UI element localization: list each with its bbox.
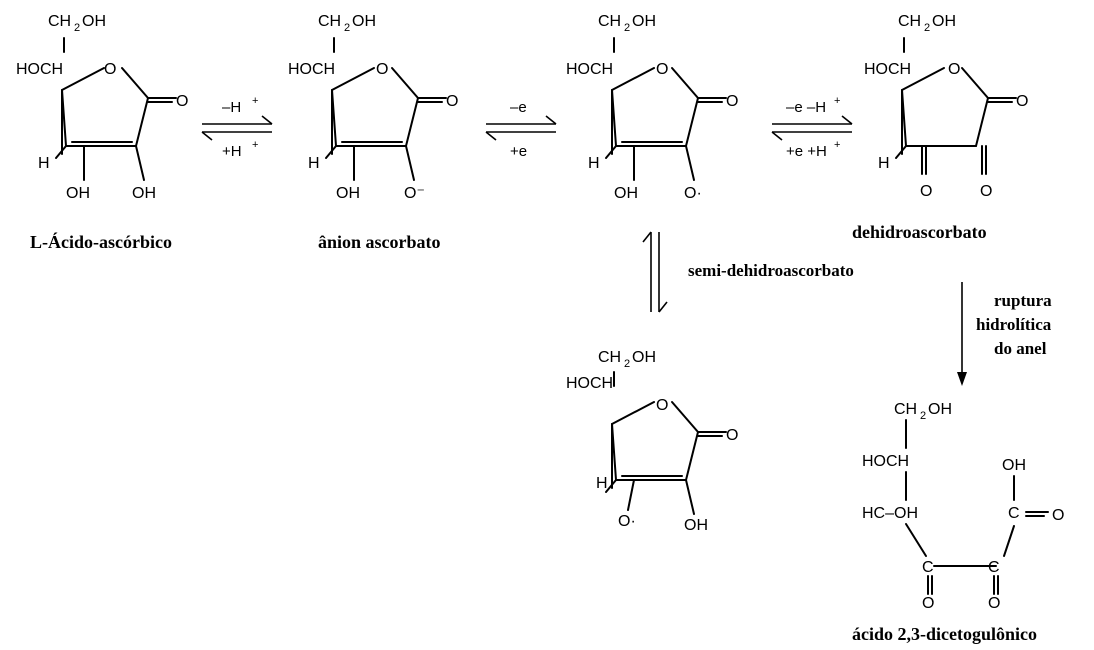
atom-ring-o: O: [948, 61, 960, 78]
hydrolysis-note-line-2: hidrolítica: [976, 315, 1052, 334]
label-ascorbate-anion: ânion ascorbato: [318, 232, 441, 252]
atom-oh: OH: [66, 185, 90, 202]
atom-o-minus: O⁻: [404, 185, 425, 202]
atom-o: O: [920, 183, 932, 200]
hydrolysis-note-line-1: ruptura: [994, 291, 1052, 310]
atom-o: O: [980, 183, 992, 200]
dehydroascorbate-structure: [895, 37, 1017, 175]
atom-ch2: CH: [318, 13, 341, 30]
atom-carbonyl-o: O: [446, 93, 458, 110]
atom-o: O: [988, 595, 1000, 612]
atom-carbonyl-o: O: [176, 93, 188, 110]
ascorbate-anion-structure: [325, 37, 447, 181]
atom-ring-o: O: [656, 61, 668, 78]
atom-hoch: HOCH: [566, 61, 613, 78]
diketogulonic-acid-structure: [905, 419, 1049, 595]
atom-h: H: [588, 155, 600, 172]
atom-sub: 2: [924, 22, 930, 34]
atom-o-radical: O·: [618, 513, 636, 530]
label-ascorbic-acid: L-Ácido-ascórbico: [30, 231, 172, 252]
equilibrium-arrow-vertical: [642, 231, 668, 313]
atom-carbonyl-o: O: [726, 93, 738, 110]
atom-oh: OH: [932, 13, 956, 30]
arrow-label: +e: [510, 143, 527, 160]
atom-oh: OH: [632, 349, 656, 366]
atom-c: C: [1008, 505, 1020, 522]
atom-ch2: CH: [598, 349, 621, 366]
atom-ring-o: O: [104, 61, 116, 78]
arrow-label-charge: +: [252, 95, 258, 107]
arrow-label-charge: +: [834, 95, 840, 107]
label-diketogulonic-acid: ácido 2,3-dicetogulônico: [852, 624, 1037, 644]
atom-hc-oh: HC–OH: [862, 505, 918, 522]
atom-h: H: [38, 155, 50, 172]
atom-ch2: CH: [898, 13, 921, 30]
atom-sub: 2: [74, 22, 80, 34]
semidehydroascorbate-structure-bottom: [605, 371, 727, 515]
atom-oh: OH: [928, 401, 952, 418]
semidehydroascorbate-structure-top: [605, 37, 727, 181]
atom-o: O: [922, 595, 934, 612]
atom-ch2: CH: [598, 13, 621, 30]
atom-h: H: [878, 155, 890, 172]
atom-o-radical: O·: [684, 185, 702, 202]
equilibrium-arrow-1: [201, 115, 273, 141]
atom-sub: 2: [624, 22, 630, 34]
arrow-label-charge: +: [252, 139, 258, 151]
atom-sub: 2: [344, 22, 350, 34]
atom-carbonyl-o: O: [726, 427, 738, 444]
atom-c: C: [922, 559, 934, 576]
atom-o: O: [1052, 507, 1064, 524]
equilibrium-arrow-2: [485, 115, 557, 141]
atom-ring-o: O: [656, 397, 668, 414]
ascorbic-acid-structure: [55, 37, 177, 181]
atom-hoch: HOCH: [566, 375, 613, 392]
atom-h: H: [308, 155, 320, 172]
atom-ch2: CH: [48, 13, 71, 30]
atom-carbonyl-o: O: [1016, 93, 1028, 110]
atom-h: H: [596, 475, 608, 492]
atom-oh: OH: [336, 185, 360, 202]
atom-oh: OH: [1002, 457, 1026, 474]
hydrolysis-note-line-3: do anel: [994, 339, 1047, 358]
atom-oh: OH: [82, 13, 106, 30]
atom-oh: OH: [352, 13, 376, 30]
atom-ring-o: O: [376, 61, 388, 78]
atom-oh: OH: [132, 185, 156, 202]
arrow-label: +H: [222, 143, 242, 160]
atom-sub: 2: [624, 358, 630, 370]
atom-hoch: HOCH: [862, 453, 909, 470]
label-dehydroascorbate: dehidroascorbato: [852, 222, 987, 242]
atom-oh: OH: [614, 185, 638, 202]
atom-ch2: CH: [894, 401, 917, 418]
equilibrium-arrow-3: [771, 115, 853, 141]
arrow-label-charge: +: [834, 139, 840, 151]
atom-sub: 2: [920, 410, 926, 422]
atom-oh: OH: [684, 517, 708, 534]
arrow-label: –e –H: [786, 99, 826, 116]
atom-hoch: HOCH: [16, 61, 63, 78]
arrow-label: +e +H: [786, 143, 827, 160]
atom-hoch: HOCH: [864, 61, 911, 78]
arrow-label: –H: [222, 99, 241, 116]
arrow-label: –e: [510, 99, 527, 116]
atom-oh: OH: [632, 13, 656, 30]
hydrolysis-arrow: [957, 282, 967, 386]
atom-c: C: [988, 559, 1000, 576]
label-semidehydroascorbate: semi-dehidroascorbato: [688, 261, 854, 280]
atom-hoch: HOCH: [288, 61, 335, 78]
